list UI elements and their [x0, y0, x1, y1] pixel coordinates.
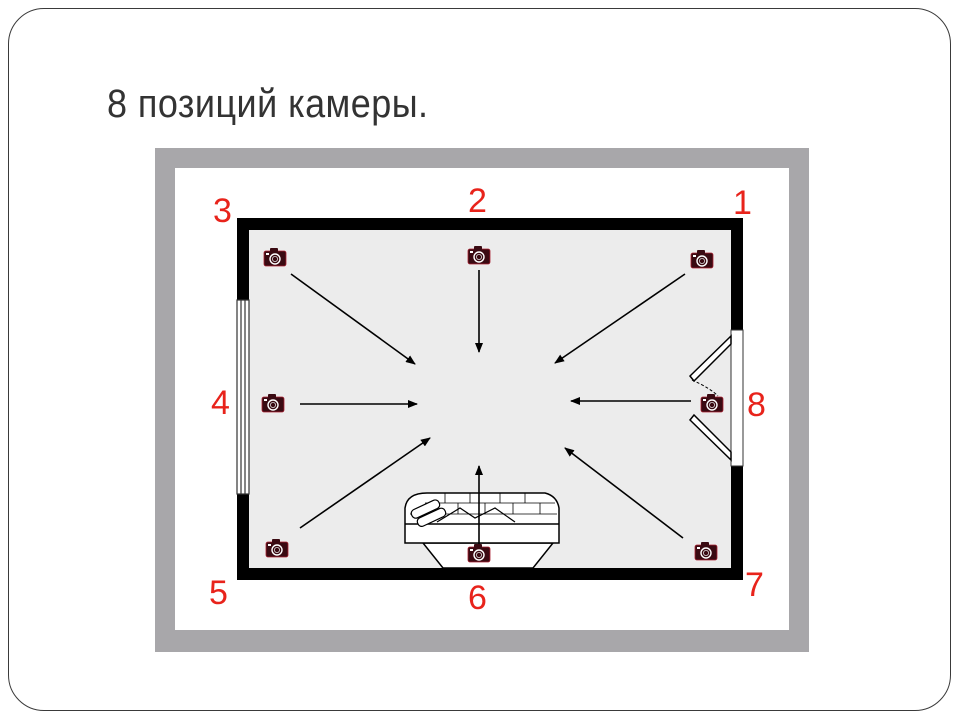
camera-icon-6: [467, 543, 491, 563]
position-label-7: 7: [745, 566, 764, 604]
camera-icon-5: [265, 538, 289, 558]
position-label-1: 1: [733, 184, 752, 222]
arrow-5: [299, 437, 431, 529]
position-label-5: 5: [209, 574, 228, 612]
camera-icon-2: [467, 245, 491, 265]
floor-plan-diagram: 1 2 3 4 5 6 7 8: [155, 148, 809, 652]
position-label-2: 2: [468, 182, 487, 220]
slide-title: 8 позиций камеры.: [107, 82, 429, 126]
camera-icon-7: [694, 541, 718, 561]
position-label-3: 3: [213, 192, 232, 230]
arrow-3: [290, 273, 416, 365]
arrow-7: [564, 447, 684, 539]
arrow-1: [554, 273, 686, 364]
position-label-6: 6: [468, 579, 487, 617]
camera-icon-8: [700, 393, 724, 413]
camera-icon-3: [263, 247, 287, 267]
door-right: [688, 329, 744, 467]
window-left: [236, 299, 250, 495]
fireplace: [404, 492, 560, 569]
camera-icon-4: [261, 393, 285, 413]
camera-icon-1: [690, 249, 714, 269]
position-label-8: 8: [747, 386, 766, 424]
room-walls: [237, 218, 743, 580]
position-label-4: 4: [211, 384, 230, 422]
camera-arrows: [290, 270, 691, 552]
